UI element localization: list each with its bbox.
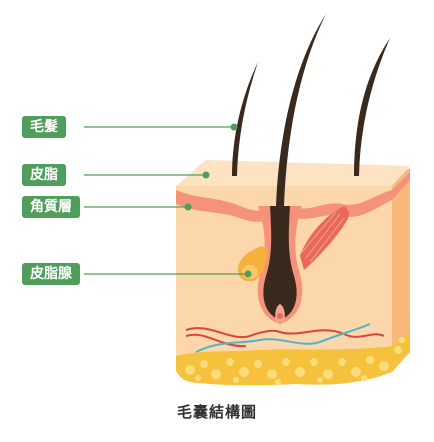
label-sebum: 皮脂 xyxy=(22,164,66,186)
sebum-pointer-dot xyxy=(202,171,210,179)
blood-vessel-red xyxy=(185,327,385,339)
gland-pointer-dot xyxy=(244,270,252,278)
muscle-striation xyxy=(301,211,345,263)
left-hair xyxy=(232,62,258,176)
fat-cells xyxy=(185,337,405,385)
central-hair-shaft xyxy=(276,14,326,206)
skin-top-surface xyxy=(176,160,410,186)
blood-vessel-red-branch xyxy=(185,333,247,348)
arrector-pili-muscle xyxy=(300,206,349,270)
papilla-capillary xyxy=(277,313,283,319)
leader-dots xyxy=(184,123,252,278)
skin-side-face xyxy=(392,168,410,370)
label-sebaceous-gland: 皮脂腺 xyxy=(22,263,80,285)
stratum-corneum-band xyxy=(176,172,410,222)
hair-bulb xyxy=(263,206,297,320)
label-stratum-corneum: 角質層 xyxy=(22,196,80,218)
hair-pointer-dot xyxy=(230,123,238,131)
blood-vessel-blue xyxy=(195,323,371,353)
diagram-caption: 毛囊結構圖 xyxy=(176,403,257,421)
stratum-pointer-dot xyxy=(184,203,192,211)
label-hair: 毛髮 xyxy=(22,116,66,138)
leader-lines xyxy=(84,126,248,275)
right-hair xyxy=(354,38,390,176)
